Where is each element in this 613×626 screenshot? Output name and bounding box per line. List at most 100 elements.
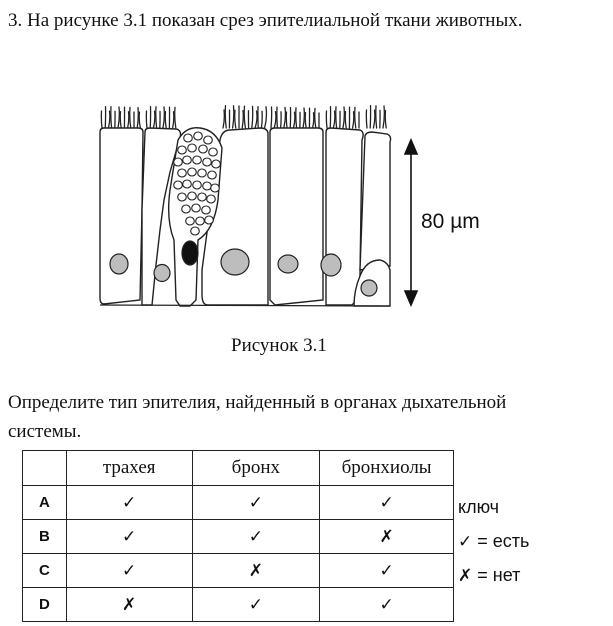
cilium	[110, 106, 113, 129]
cilia	[100, 104, 387, 129]
header-cell: трахея	[65, 450, 193, 486]
key-yes-text: = есть	[477, 531, 530, 551]
cilium	[222, 109, 225, 129]
table-row: A ✓ ✓ ✓	[22, 485, 454, 520]
mucus-droplet	[208, 147, 218, 157]
cilium	[351, 111, 355, 129]
cilium	[243, 105, 247, 129]
answer-table: трахея бронх бронхиолы A ✓ ✓ ✓ B ✓ ✓ ✗ C…	[22, 450, 454, 622]
question-prompt: Определите тип эпителия, найденный в орг…	[8, 392, 507, 442]
cross-icon: ✗	[458, 566, 473, 586]
row-label: D	[22, 587, 67, 622]
key-yes: ✓ = есть	[458, 526, 529, 560]
cilium	[174, 106, 177, 129]
cilium	[138, 111, 142, 129]
header-cell: бронхиолы	[319, 450, 454, 486]
mucus-droplet	[197, 192, 207, 202]
basement-membrane	[99, 304, 391, 307]
cilium	[155, 106, 158, 129]
mucus-droplet	[187, 191, 197, 201]
cilium	[273, 110, 277, 129]
cell-2	[141, 127, 182, 306]
key-title: ключ	[458, 497, 500, 517]
cilium	[224, 104, 227, 129]
scale-label: 80 µm	[421, 210, 480, 233]
mark-cell: ✓	[65, 519, 193, 554]
mucus-droplet	[193, 131, 203, 141]
mucus-droplet	[190, 226, 200, 236]
cilium	[136, 106, 139, 129]
mark-cell: ✓	[191, 587, 321, 622]
figure-caption: Рисунок 3.1	[231, 335, 327, 356]
cilium	[325, 110, 328, 129]
cilium	[304, 111, 307, 129]
cilium	[162, 106, 165, 129]
mucus-droplet	[207, 170, 217, 180]
cilium	[107, 110, 111, 129]
cilium	[332, 110, 336, 129]
mucus-droplet	[183, 133, 193, 143]
nucleus	[109, 253, 129, 275]
mark-cell: ✓	[191, 519, 321, 554]
cilium	[365, 109, 368, 129]
cilium	[342, 106, 345, 129]
cilium	[283, 106, 287, 129]
cell-6	[325, 127, 364, 306]
cilium	[119, 110, 122, 129]
mark-cell: ✗	[319, 519, 454, 554]
nucleus	[277, 254, 299, 274]
nucleus	[320, 253, 342, 277]
check-icon: ✓	[458, 532, 473, 552]
mucus-droplet	[191, 203, 201, 213]
cilium	[292, 111, 296, 129]
mark-cell: ✓	[319, 485, 454, 520]
header-cell: бронх	[191, 450, 321, 486]
mark-cell: ✗	[65, 587, 193, 622]
cilium	[354, 106, 357, 129]
mucus-droplet	[185, 216, 195, 226]
mark-cell: ✓	[65, 553, 193, 588]
mucus-droplet	[192, 155, 202, 165]
mucus-droplet	[202, 181, 212, 191]
cilium	[276, 106, 279, 129]
row-label: A	[22, 485, 67, 520]
cilium	[295, 107, 298, 129]
epithelium-drawing	[99, 104, 419, 308]
cilium	[164, 110, 167, 129]
mucus-droplet	[210, 183, 220, 193]
cilium	[344, 110, 347, 129]
cilium	[384, 109, 387, 129]
cilium	[171, 111, 175, 129]
row-label: C	[22, 553, 67, 588]
mucus-droplet	[173, 180, 183, 190]
goblet-nucleus	[181, 240, 199, 266]
cilium	[302, 107, 305, 129]
mucus-droplet	[195, 216, 205, 226]
mark-cell: ✓	[319, 587, 454, 622]
mucus-droplet	[198, 144, 208, 154]
table-row: D ✗ ✓ ✓	[22, 587, 454, 622]
cell-5	[269, 127, 324, 306]
nucleus	[360, 279, 378, 297]
epithelium-figure	[90, 100, 500, 315]
mucus-droplet	[177, 168, 187, 178]
cilium	[145, 110, 148, 129]
mucus-droplet	[202, 157, 212, 167]
row-label: B	[22, 519, 67, 554]
cilium	[152, 110, 156, 129]
cilium	[100, 110, 103, 129]
cilium	[375, 105, 378, 129]
mark-cell: ✓	[191, 485, 321, 520]
key-no-text: = нет	[477, 565, 521, 585]
cilium	[372, 109, 376, 129]
legend-key: ключ ✓ = есть ✗ = нет	[458, 492, 529, 594]
mucus-droplet	[211, 159, 221, 169]
mucus-droplet	[182, 155, 192, 165]
cilium	[311, 112, 315, 129]
mucus-droplet	[187, 167, 197, 177]
cilium	[234, 109, 237, 129]
mucus-droplet	[187, 143, 197, 153]
mucus-droplet	[206, 194, 216, 204]
cilium	[270, 106, 273, 129]
nucleus	[153, 263, 171, 283]
